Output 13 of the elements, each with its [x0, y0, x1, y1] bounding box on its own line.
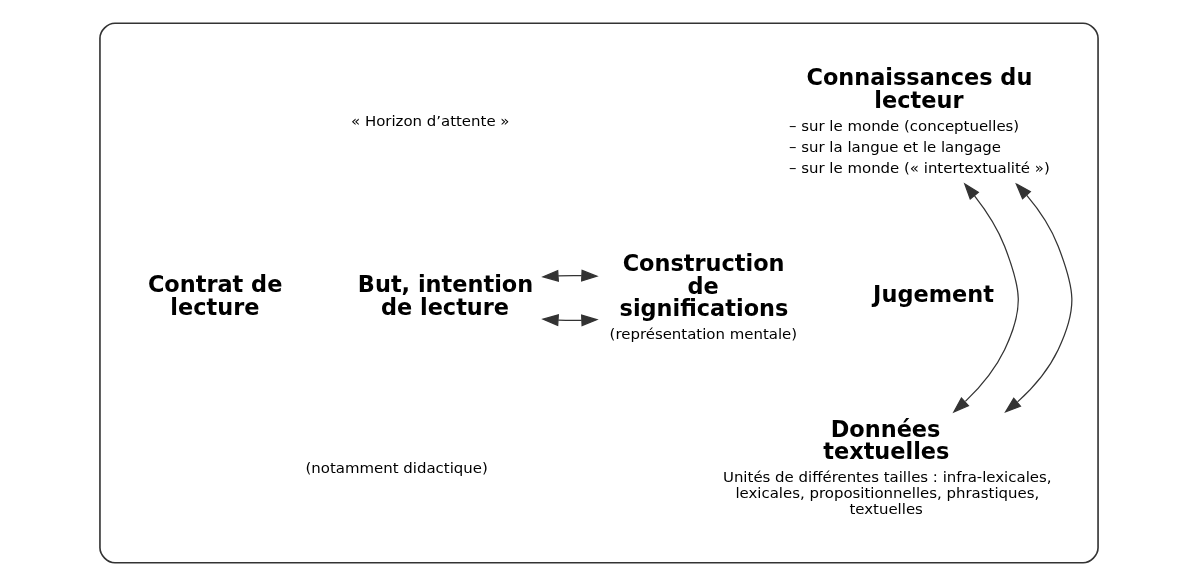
node-text: Données textuelles Unités de différentes tailles : infra-lexicales, lexicales, propositionnelles, phrastiques, textuelles — [722, 415, 1052, 519]
arrow — [540, 314, 599, 327]
arrow — [951, 182, 1019, 414]
node-text: Construction de significations (représentation mentale) — [609, 250, 797, 343]
arrow — [540, 269, 599, 282]
label: « Horizon d’attente » — [350, 112, 509, 131]
label: (notamment didactique) — [305, 458, 488, 477]
cluster — [98, 22, 1099, 564]
node-text: But, intention de lecture — [357, 271, 533, 320]
node-text: Connaissances du lecteur – sur le monde (conceptuelles) – sur la langue et le langage – sur le monde (« intertextualité ») — [788, 64, 1050, 177]
arrow — [1003, 182, 1072, 414]
label: Contrat de lecture — [147, 271, 282, 320]
label: Jugement — [872, 281, 994, 308]
